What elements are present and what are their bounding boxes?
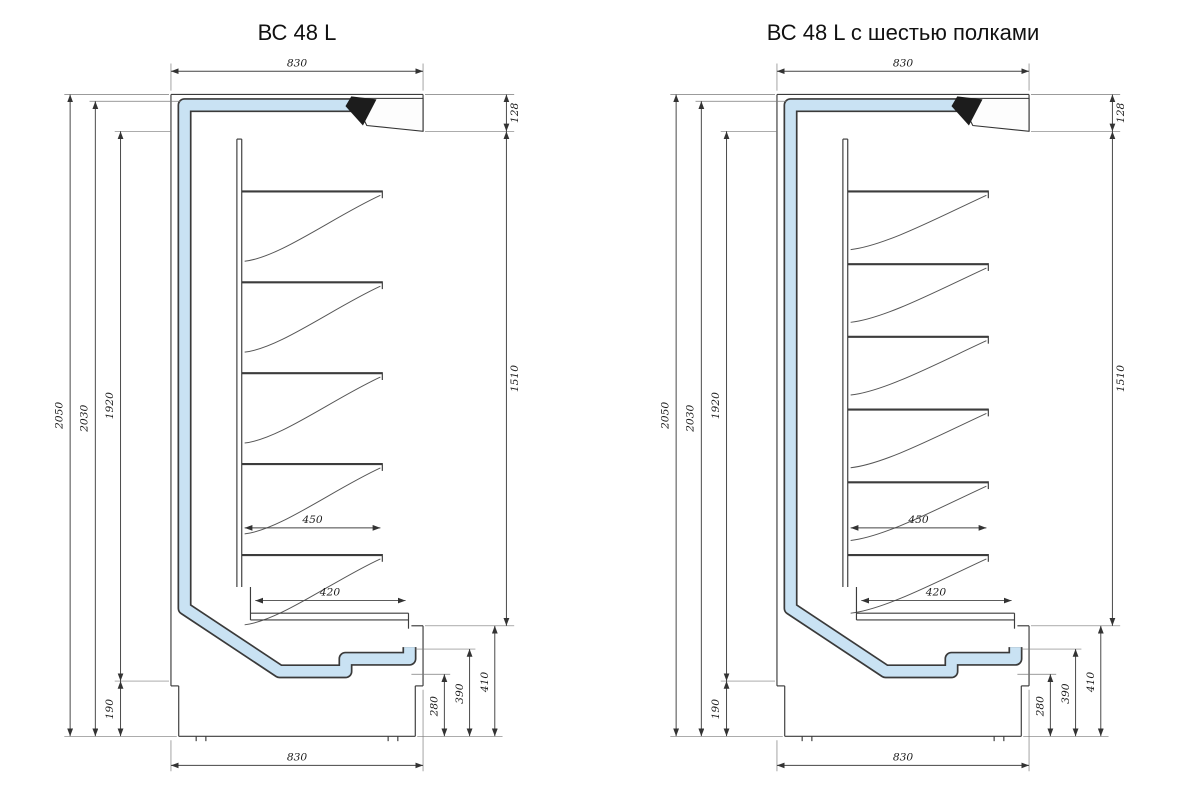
shelf-bracket-curve bbox=[244, 285, 381, 353]
shelf-bracket-curve bbox=[850, 558, 987, 614]
dim-base-outer-height: 410 bbox=[1084, 672, 1097, 694]
dim-liner-height: 1920 bbox=[709, 392, 722, 419]
dim-base-outer-height: 410 bbox=[478, 672, 491, 694]
dim-overall-height: 2050 bbox=[658, 402, 671, 430]
shelf-bracket-curve bbox=[850, 413, 987, 469]
case-section-drawing-five-shelves: 450 420 830 128 1510 2050 2030 1920 190 280 390 410… bbox=[52, 56, 521, 772]
shelf-bracket-curve bbox=[850, 194, 987, 251]
dim-top-width: 830 bbox=[893, 56, 914, 69]
dim-base-mid-height: 390 bbox=[453, 683, 466, 704]
dim-bottom-width: 830 bbox=[893, 751, 914, 764]
diagram-bc48l-six-shelves: ВС 48 L с шестью полками 450 420 830 128 151… bbox=[623, 14, 1183, 800]
dim-base-left-height: 190 bbox=[103, 699, 116, 720]
dim-base-left-height: 190 bbox=[709, 699, 722, 720]
dim-well-depth: 420 bbox=[319, 586, 341, 599]
insulation-liner-outline bbox=[783, 98, 1023, 679]
insulation-liner bbox=[179, 99, 415, 677]
shelf-bracket-curve bbox=[850, 267, 987, 323]
dim-base-inner-height: 280 bbox=[1034, 696, 1047, 718]
dim-shelf-depth: 450 bbox=[301, 513, 323, 526]
dim-height-2030: 2030 bbox=[684, 405, 697, 433]
insulation-liner bbox=[785, 99, 1021, 677]
dim-base-inner-height: 280 bbox=[428, 696, 441, 718]
dim-base-mid-height: 390 bbox=[1059, 683, 1072, 704]
shelf-bracket-curve bbox=[244, 558, 381, 626]
dim-opening-height: 1510 bbox=[1114, 365, 1127, 392]
dim-overall-height: 2050 bbox=[52, 402, 65, 430]
canopy-end-cap bbox=[951, 96, 983, 126]
dim-liner-height: 1920 bbox=[103, 392, 116, 419]
diagram-bc48l-five-shelves: ВС 48 L 450 420 830 128 1510 2050 2030 1920 190 2… bbox=[17, 14, 577, 800]
diagram-title-right: ВС 48 L с шестью полками bbox=[766, 20, 1040, 45]
diagram-title-left: ВС 48 L bbox=[257, 20, 337, 45]
shelf-bracket-curve bbox=[244, 467, 381, 535]
dim-bottom-width: 830 bbox=[287, 751, 308, 764]
dim-height-2030: 2030 bbox=[78, 405, 91, 433]
canopy-end-cap bbox=[345, 96, 377, 126]
shelf-bracket-curve bbox=[850, 485, 987, 541]
dim-well-depth: 420 bbox=[925, 586, 947, 599]
dim-opening-height: 1510 bbox=[508, 365, 521, 392]
insulation-liner-outline bbox=[177, 98, 417, 679]
shelf-bracket-curve bbox=[244, 376, 381, 444]
case-section-drawing-six-shelves: 450 420 830 128 1510 2050 2030 1920 190 280 390 410… bbox=[658, 56, 1127, 772]
dim-top-width: 830 bbox=[287, 56, 308, 69]
shelf-bracket-curve bbox=[244, 194, 381, 262]
dim-canopy-height: 128 bbox=[1114, 103, 1127, 124]
dim-shelf-depth: 450 bbox=[907, 513, 929, 526]
shelf-bracket-curve bbox=[850, 340, 987, 396]
dim-canopy-height: 128 bbox=[508, 103, 521, 124]
